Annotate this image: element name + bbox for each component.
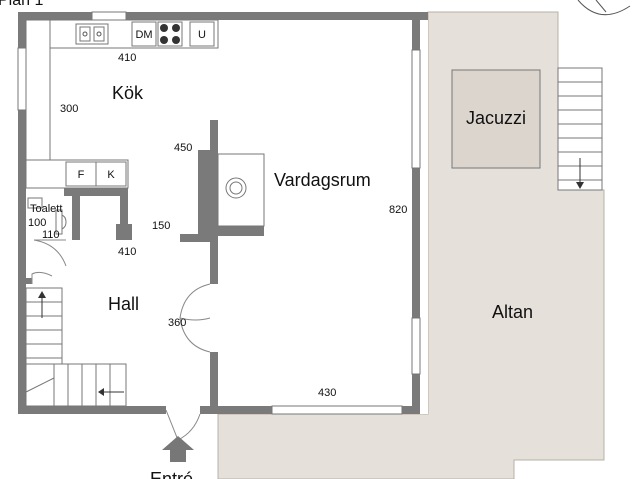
room-label-altan: Altan bbox=[492, 302, 533, 322]
fridge-label: K bbox=[107, 169, 115, 181]
dimension-450: 450 bbox=[174, 142, 192, 154]
plan-title: Plan 1 bbox=[0, 0, 43, 9]
room-label-hall: Hall bbox=[108, 294, 139, 314]
stove bbox=[157, 21, 183, 47]
room-label-kok: Kök bbox=[112, 83, 144, 103]
outdoor-stairs bbox=[557, 67, 603, 191]
kitchen-sink bbox=[75, 23, 109, 45]
dishwasher: DM bbox=[131, 21, 157, 47]
dimension-150: 150 bbox=[152, 220, 170, 232]
jacuzzi-label: Jacuzzi bbox=[466, 108, 526, 128]
toilet-label: Toalett bbox=[30, 203, 62, 215]
oven: U bbox=[189, 21, 215, 47]
freezer-label: F bbox=[78, 169, 85, 181]
toilet-depth: 110 bbox=[42, 229, 60, 241]
dimension-vardagsrum-depth: 820 bbox=[389, 204, 407, 216]
dimension-kok-width: 410 bbox=[118, 52, 136, 64]
room-label-vardagsrum: Vardagsrum bbox=[274, 170, 371, 190]
compass-icon bbox=[577, 0, 631, 16]
fridge-freezer: F K bbox=[65, 161, 127, 187]
jacuzzi: Jacuzzi bbox=[451, 69, 541, 169]
fireplace bbox=[217, 153, 265, 227]
interior-walls bbox=[26, 120, 264, 406]
dimension-vardagsrum-width: 430 bbox=[318, 387, 336, 399]
entrance-arrow-icon bbox=[162, 436, 194, 462]
dimension-kok-depth: 300 bbox=[60, 103, 78, 115]
toilet-door bbox=[33, 239, 67, 267]
dishwasher-label: DM bbox=[135, 29, 152, 41]
dimension-410-lower: 410 bbox=[118, 246, 136, 258]
indoor-stairs bbox=[25, 287, 127, 407]
windows bbox=[17, 11, 421, 415]
entrance-door bbox=[165, 406, 201, 441]
oven-label: U bbox=[198, 29, 206, 41]
toilet-width: 100 bbox=[28, 217, 46, 229]
room-label-entre: Entré bbox=[150, 469, 193, 479]
dimension-hall-depth: 360 bbox=[168, 317, 186, 329]
living-room-double-door bbox=[179, 283, 211, 353]
closet-door bbox=[31, 271, 53, 284]
toilet-room: Toalett 100 110 bbox=[26, 196, 72, 241]
